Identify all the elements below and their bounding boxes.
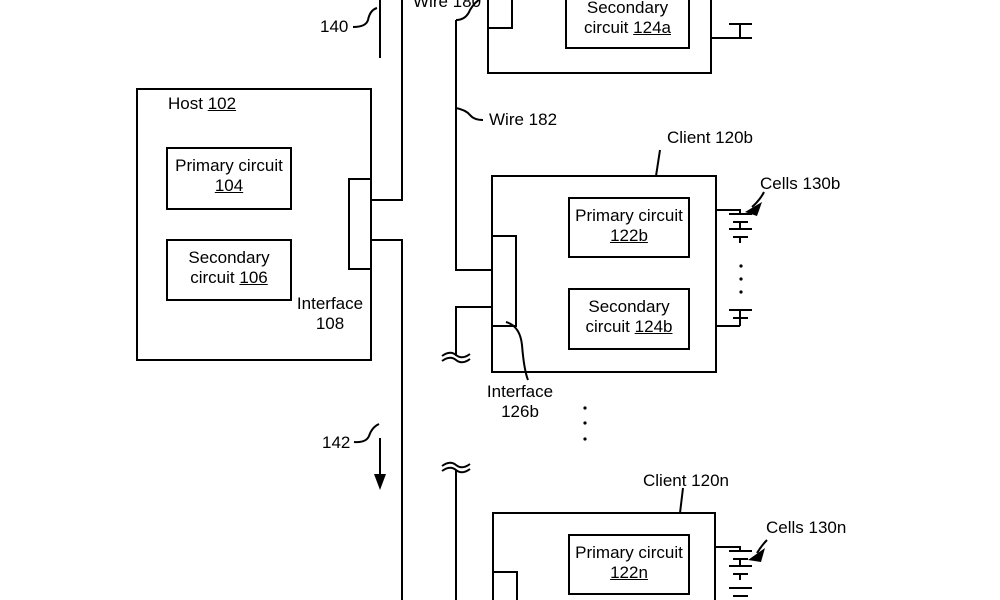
- interface-126b-text: Interface 126b: [480, 382, 560, 422]
- host-label: Host: [168, 94, 203, 113]
- cells-130b-bottom-link: [716, 309, 752, 327]
- wire-182-leader: [455, 107, 484, 121]
- ref-122n: 122n: [610, 563, 648, 582]
- host-ref: 102: [207, 94, 237, 113]
- host-primary-circuit-box: [166, 147, 292, 210]
- host-secondary-circuit-text: Secondary circuit 106: [167, 248, 291, 288]
- client-120n-leader: [679, 487, 684, 514]
- secondary-label-a: Secondary: [586, 0, 669, 17]
- ref-108: 108: [315, 314, 345, 333]
- ref-142-label: 142: [322, 433, 351, 452]
- primary-circuit-122b-box: [568, 197, 690, 258]
- cells-130b-label: Cells 130b: [760, 174, 841, 193]
- circuit-label-a: circuit: [584, 18, 629, 37]
- circuit-label: circuit: [190, 268, 235, 287]
- circuit-ref-124a-line: circuit 124a: [566, 18, 689, 38]
- primary-circuit-122n-box: [568, 534, 690, 595]
- interface-label: Interface: [296, 294, 364, 313]
- wire-180-label: Wire 180: [413, 0, 482, 11]
- interface-126b-box: [491, 235, 517, 327]
- host-interface-box: [348, 178, 372, 270]
- cells-130n-arrowhead: [748, 548, 765, 562]
- wire-182-label: Wire 182: [489, 110, 558, 129]
- ref-124a: 124a: [633, 18, 671, 37]
- client-120b-label: Client 120b: [667, 128, 754, 147]
- interface-126a-box: [487, 0, 513, 29]
- wire-180-leader: [455, 0, 481, 21]
- cells-130n-top-link: [715, 546, 741, 551]
- wire-180-line: [455, 20, 492, 271]
- interface-126n-box: [492, 571, 518, 600]
- cell-130n-upper: [729, 550, 752, 597]
- wire-break-mark-n: [441, 461, 471, 474]
- interface-126b-leader: [505, 321, 529, 381]
- wire-182-branch: [455, 306, 492, 356]
- ref-124b: 124b: [634, 317, 673, 336]
- interface-108-text: Interface 108: [292, 294, 368, 334]
- host-title: Host 102: [168, 94, 236, 114]
- client-120b-leader: [655, 149, 661, 177]
- cells-130b-leader: [751, 191, 765, 208]
- primary-circuit-label-n: Primary circuit: [575, 543, 683, 562]
- primary-circuit-label: Primary circuit: [175, 156, 283, 175]
- circuit-ref-124b-line: circuit 124b: [569, 317, 689, 337]
- interface-label-b: Interface: [486, 382, 554, 401]
- cells-130n-leader: [756, 539, 768, 554]
- ref-140-label: 140: [320, 17, 349, 36]
- ref-140-leader: [352, 7, 378, 28]
- cells-130b-top-link: [716, 209, 741, 214]
- host-secondary-circuit-box: [166, 239, 292, 301]
- bus-142-arrowhead: [374, 474, 386, 490]
- client-120n-label: Client 120n: [643, 471, 730, 490]
- circuit-label-b: circuit: [585, 317, 630, 336]
- ref-104: 104: [214, 176, 244, 195]
- secondary-circuit-124b-box: [568, 288, 690, 350]
- primary-circuit-label-b: Primary circuit: [575, 206, 683, 225]
- primary-circuit-122n-text: Primary circuit 122n: [569, 543, 689, 583]
- client-120a-box: [487, 0, 712, 74]
- wire-break-mark-b: [441, 351, 471, 364]
- primary-circuit-122b-text: Primary circuit 122b: [569, 206, 689, 246]
- ref-126b: 126b: [501, 402, 539, 421]
- secondary-label-b: Secondary: [588, 297, 670, 316]
- cells-130n-label: Cells 130n: [766, 518, 847, 537]
- host-lower-link: [371, 239, 403, 600]
- circuit-ref-106-line: circuit 106: [167, 268, 291, 288]
- ref-122b: 122b: [610, 226, 648, 245]
- secondary-circuit-124a-text: Secondary circuit 124a: [566, 0, 689, 38]
- client-120n-box: [492, 512, 716, 600]
- host-upper-link: [371, 0, 403, 201]
- secondary-circuit-124b-text: Secondary circuit 124b: [569, 297, 689, 337]
- secondary-label: Secondary: [188, 248, 270, 267]
- cells-130b-arrowhead: [745, 202, 762, 216]
- cell-130a-ground: [729, 24, 752, 39]
- host-primary-circuit-text: Primary circuit 104: [167, 156, 291, 196]
- ref-142-leader: [353, 423, 380, 444]
- cell-130b-upper: [729, 213, 752, 243]
- secondary-circuit-124a-box: [565, 0, 690, 49]
- ref-106: 106: [239, 268, 268, 287]
